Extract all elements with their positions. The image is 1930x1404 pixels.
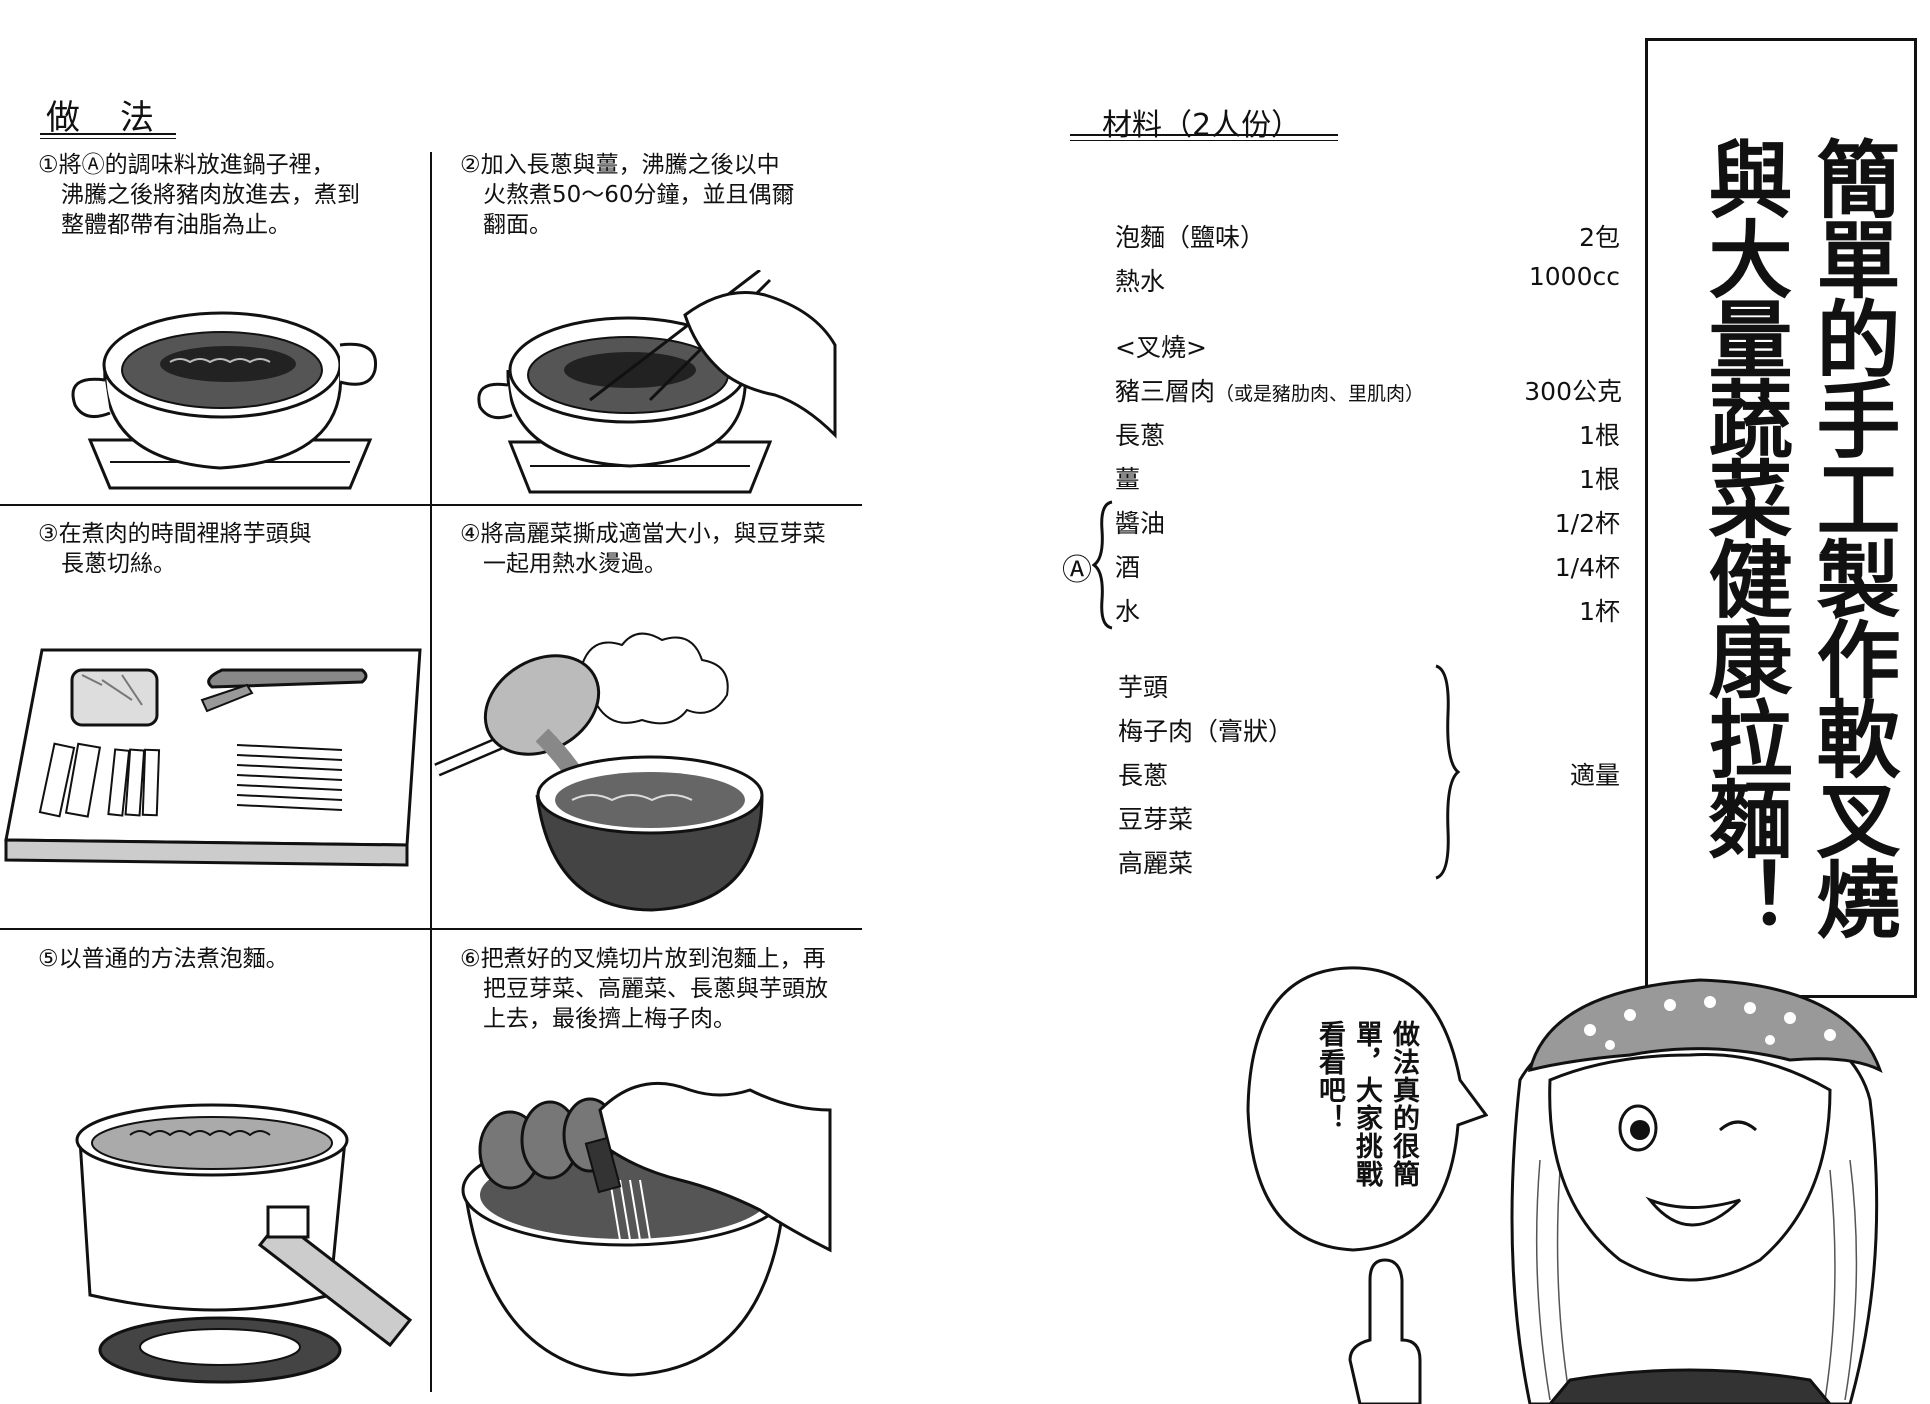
ingredient-qty: 1根 <box>1579 421 1620 450</box>
ingredients-title: 材料（2人份） <box>1102 108 1302 143</box>
method-title-underline-2 <box>40 138 176 139</box>
recipe-title-line-2: 與大量蔬菜健康拉麵！ <box>1695 136 1793 936</box>
ingredient-qty: 1/4杯 <box>1554 553 1620 582</box>
ingredient-name: 薑 <box>1115 465 1141 494</box>
pot-chopsticks-illustration <box>477 270 837 494</box>
group-a-label: Ⓐ <box>1062 553 1092 588</box>
ingredient-name: 豆芽菜 <box>1118 805 1194 834</box>
pot-with-pork-illustration <box>71 311 378 490</box>
step-5-text: ⑤以普通的方法煮泡麵。 <box>38 946 289 972</box>
ingredient-name: 熱水 <box>1115 267 1166 296</box>
speech-bubble-line-1: 做法真的很簡 <box>1388 1020 1419 1188</box>
step-1-text: ①將Ⓐ的調味料放進鍋子裡， 沸騰之後將豬肉放進去，煮到 整體都帶有油脂為止。 <box>38 152 360 238</box>
ingredients-title-underline <box>1070 134 1338 136</box>
step-4-text: ④將高麗菜撕成適當大小，與豆芽菜 一起用熱水燙過。 <box>460 521 826 577</box>
grid-row-divider-2 <box>0 928 862 930</box>
ingredient-name-text: 豬三層肉 <box>1115 377 1216 406</box>
step-6-text: ⑥把煮好的叉燒切片放到泡麵上，再 把豆芽菜、高麗菜、長蔥與芋頭放 上去，最後擠上… <box>460 946 828 1032</box>
ingredient-name: 酒 <box>1115 553 1141 582</box>
step-3-text: ③在煮肉的時間裡將芋頭與 長蔥切絲。 <box>38 521 312 577</box>
ingredient-name: 醬油 <box>1115 509 1166 538</box>
saucepan-stove-illustration <box>75 1103 413 1384</box>
ingredient-name: 水 <box>1115 597 1141 626</box>
ingredient-qty: 1根 <box>1579 465 1620 494</box>
ingredient-qty: 300公克 <box>1524 377 1622 406</box>
speech-bubble-line-2: 單，大家挑戰 <box>1351 1020 1382 1188</box>
blanching-strainer-illustration <box>434 632 764 912</box>
ingredient-qty: 1000cc <box>1528 262 1620 291</box>
group-a-brace-icon <box>1092 500 1113 630</box>
method-title-underline <box>40 133 176 135</box>
character-illustration <box>1348 978 1883 1404</box>
ramen-bowl-hand-illustration <box>461 1081 832 1377</box>
ingredient-qty: 1杯 <box>1579 597 1620 626</box>
recipe-title-box: 簡單的手工製作軟叉燒 與大量蔬菜健康拉麵！ <box>1645 38 1917 998</box>
method-title: 做法 <box>46 98 194 138</box>
speech-bubble-outline <box>1246 966 1488 1252</box>
ingredient-group-heading: <叉燒> <box>1115 333 1207 362</box>
ingredient-qty: 適量 <box>1569 761 1620 790</box>
ingredient-name: 豬三層肉（或是豬肋肉、里肌肉） <box>1115 372 1424 408</box>
ingredient-qty: 1/2杯 <box>1554 509 1620 538</box>
speech-bubble-line-3: 看看吧！ <box>1314 1020 1345 1132</box>
grid-row-divider-1 <box>0 504 862 506</box>
ingredient-name: 梅子肉（膏狀） <box>1118 717 1294 746</box>
ingredients-title-underline-2 <box>1070 140 1338 141</box>
ingredient-qty: 2包 <box>1579 223 1620 252</box>
grid-vertical-divider <box>430 152 432 1392</box>
ingredient-name: 泡麵（鹽味） <box>1115 223 1266 252</box>
ingredient-name: 長蔥 <box>1115 421 1166 450</box>
step-2-text: ②加入長蔥與薑，沸騰之後以中 火熬煮50～60分鐘，並且偶爾 翻面。 <box>460 152 795 238</box>
cutting-board-illustration <box>4 648 422 867</box>
ingredient-name: 長蔥 <box>1118 761 1169 790</box>
ingredient-name: 高麗菜 <box>1118 849 1194 878</box>
speech-bubble: 做法真的很簡 單，大家挑戰 看看吧！ <box>1238 960 1488 1252</box>
ingredient-name: 芋頭 <box>1118 673 1169 702</box>
recipe-title-line-1: 簡單的手工製作軟叉燒 <box>1803 136 1901 936</box>
vegetables-brace-icon <box>1435 664 1461 880</box>
ingredient-note: （或是豬肋肉、里肌肉） <box>1215 383 1425 405</box>
